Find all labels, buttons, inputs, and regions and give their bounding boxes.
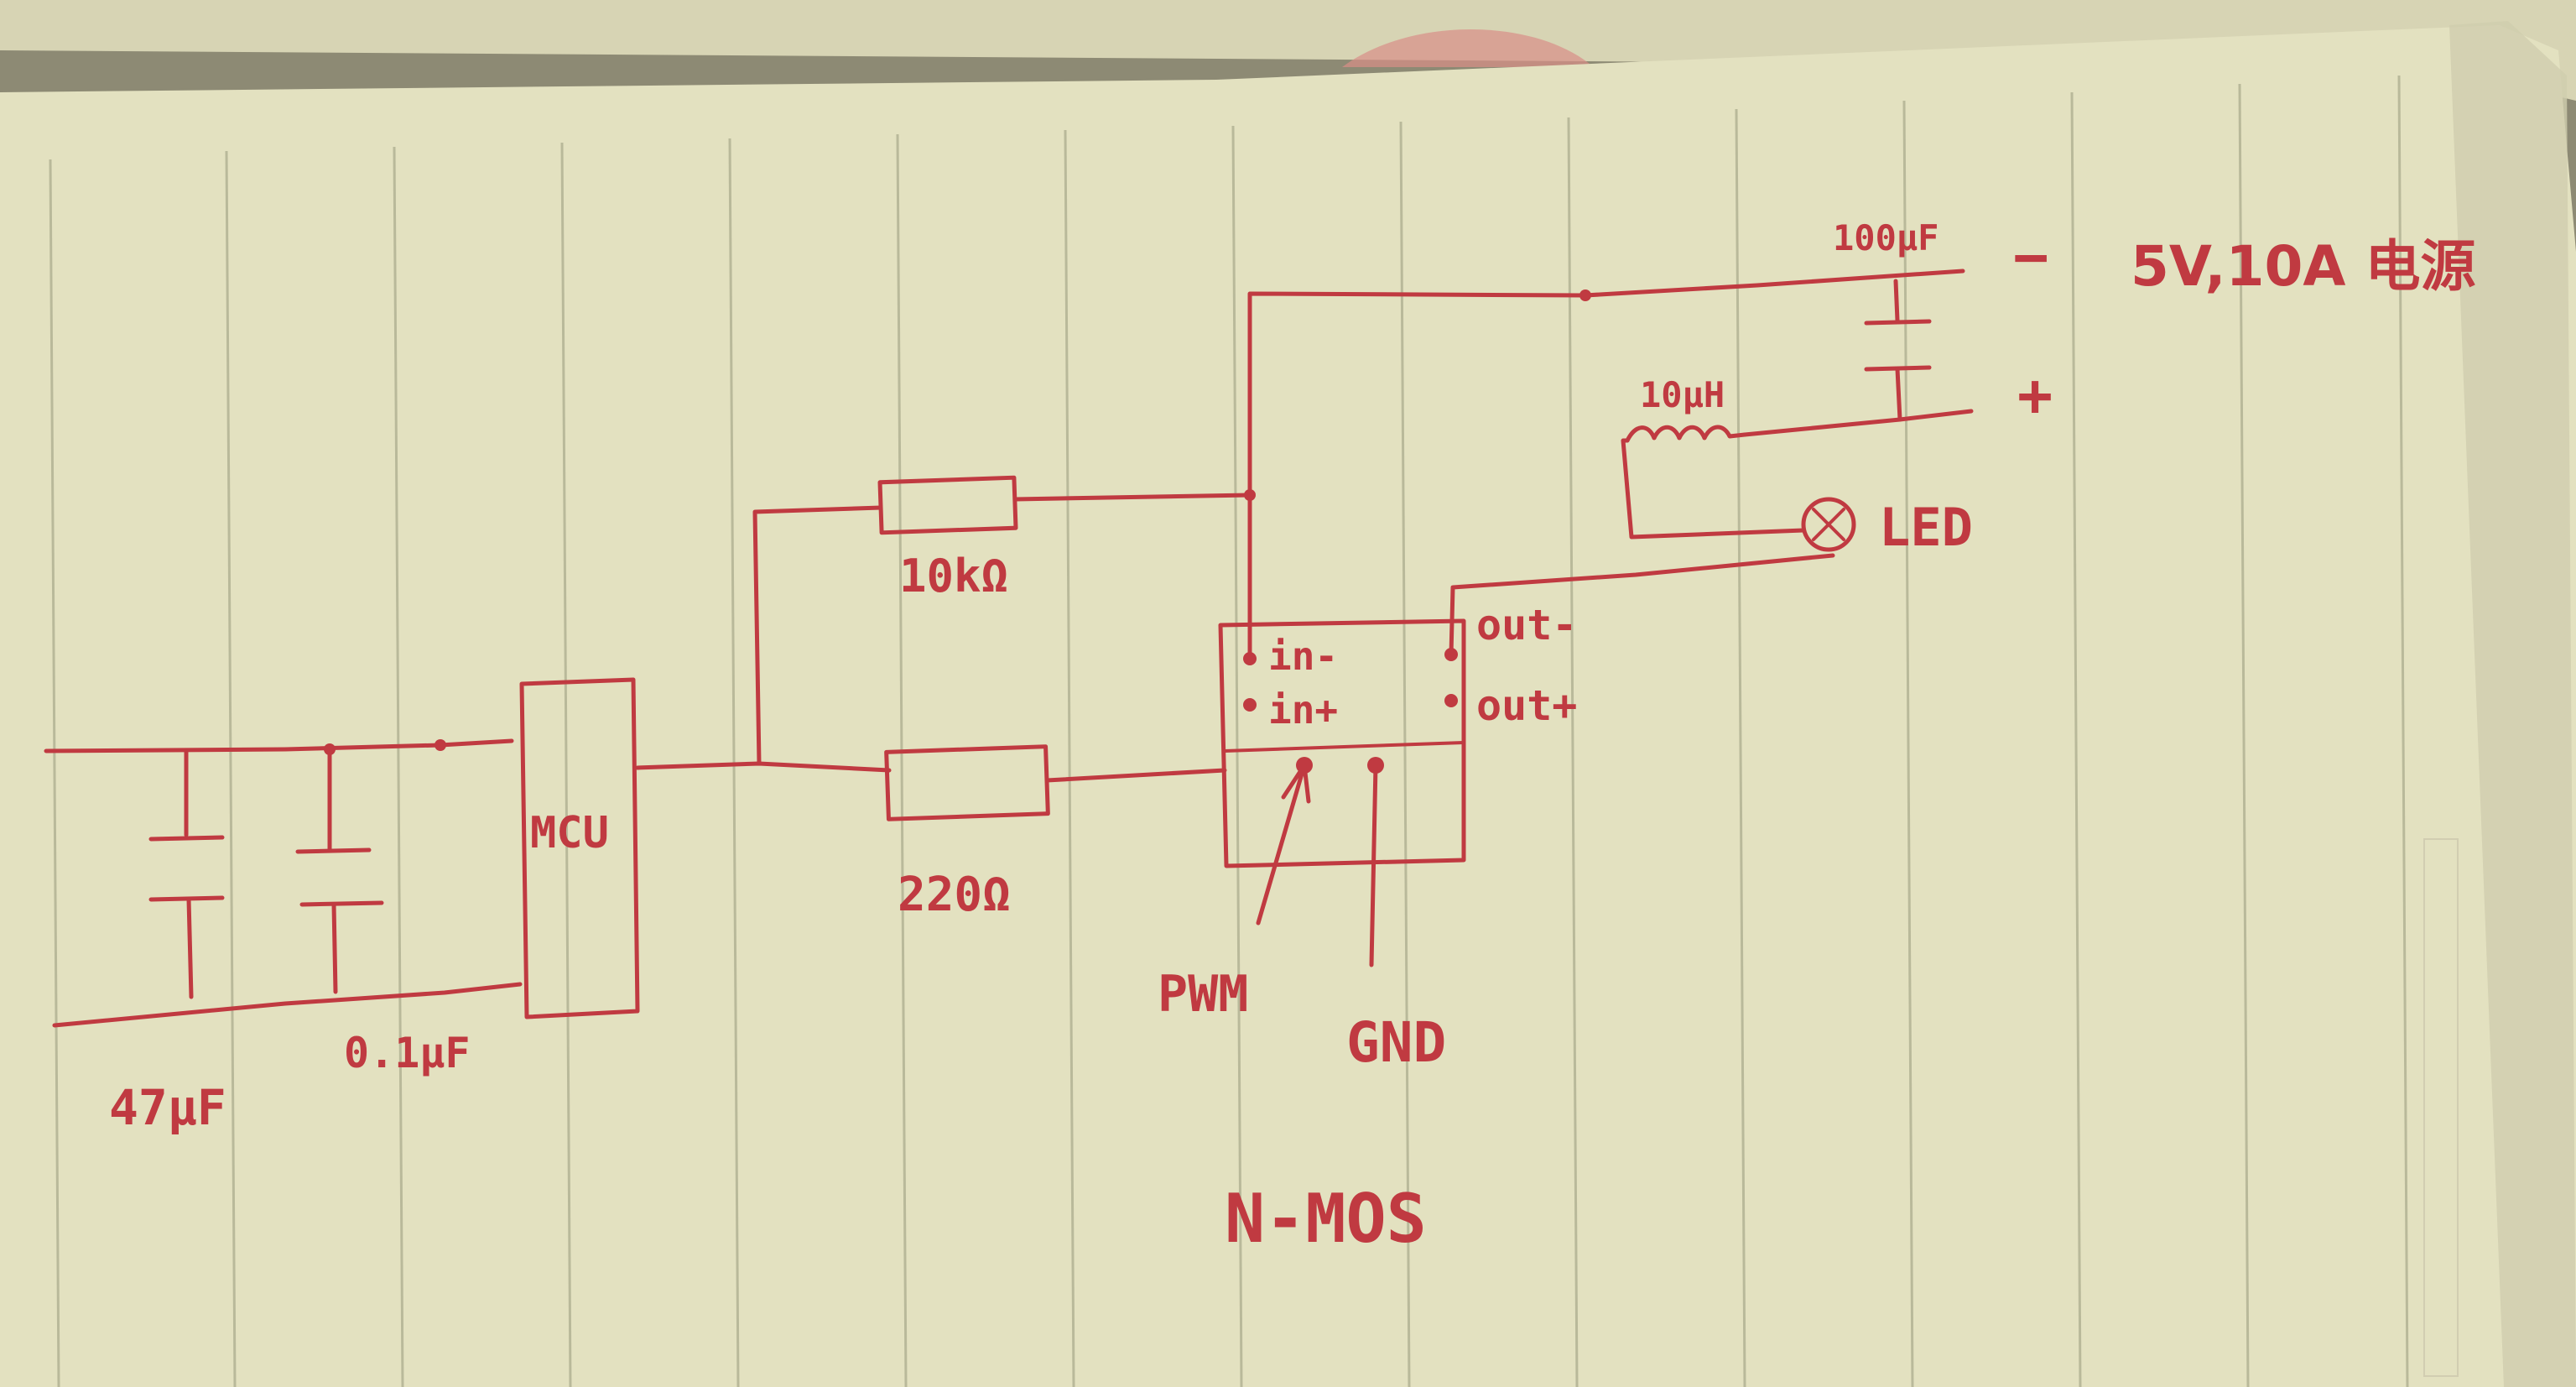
pin-in-minus-label: in- xyxy=(1268,634,1338,679)
faint-watermark-print xyxy=(2423,838,2459,1377)
gate-wire xyxy=(1044,768,1227,783)
resistor-10k-label: 10kΩ xyxy=(899,550,1008,602)
pin-dot xyxy=(1243,698,1257,712)
page-edge-shadow xyxy=(2449,21,2576,1387)
capacitor-100uf xyxy=(1864,279,1932,422)
capacitor-47uf xyxy=(148,748,225,999)
nmos-module-divider xyxy=(1223,741,1465,753)
pin-dot xyxy=(1444,694,1458,707)
nmos-module-label: N-MOS xyxy=(1225,1180,1427,1258)
gnd-lead xyxy=(1369,763,1378,967)
supply-label: 5V,10A 电源 xyxy=(2131,234,2475,299)
led-icon xyxy=(1801,497,1856,552)
underlying-stamp xyxy=(1342,29,1594,67)
nmos-module-block xyxy=(1218,618,1466,868)
inductor-10uh xyxy=(1625,425,1747,443)
supply-plus-wire xyxy=(1742,409,1974,437)
bottom-rail-wire xyxy=(52,982,523,1028)
underlying-page xyxy=(0,0,2576,101)
mcu-block xyxy=(519,677,640,1019)
pwm-arrowhead xyxy=(1281,763,1311,804)
pin-out-plus-label: out+ xyxy=(1476,681,1577,730)
capacitor-0-1uf xyxy=(295,747,384,994)
supply-minus-label: − xyxy=(2013,222,2048,291)
cap-100uf-label: 100μF xyxy=(1833,217,1939,258)
pin-in-plus-label: in+ xyxy=(1268,687,1338,733)
cap1-value-label: 47μF xyxy=(109,1079,226,1136)
gnd-label: GND xyxy=(1346,1010,1446,1075)
supply-plus-label: + xyxy=(2017,361,2053,430)
cap2-value-label: 0.1μF xyxy=(344,1029,471,1077)
pwm-label: PWM xyxy=(1158,965,1248,1024)
mcu-label: MCU xyxy=(530,808,609,858)
notebook-page xyxy=(0,25,2576,1387)
pulldown-to-in-wire xyxy=(1012,493,1252,502)
inductor-to-led-wire xyxy=(1621,438,1806,540)
inductor-10uh-label: 10μH xyxy=(1640,374,1725,415)
pulldown-branch-wire xyxy=(752,505,883,766)
junction-dot xyxy=(324,743,336,755)
junction-dot xyxy=(1244,489,1256,501)
resistor-220-label: 220Ω xyxy=(898,868,1011,922)
led-label: LED xyxy=(1879,497,1973,558)
pwm-lead xyxy=(1256,763,1307,926)
led-to-out-minus-wire xyxy=(1449,553,1835,657)
pin-out-minus-label: out- xyxy=(1476,601,1577,649)
top-rail-wire xyxy=(44,738,514,753)
junction-dot xyxy=(435,739,446,751)
junction-dot xyxy=(1579,289,1591,301)
resistor-10k xyxy=(877,475,1018,535)
